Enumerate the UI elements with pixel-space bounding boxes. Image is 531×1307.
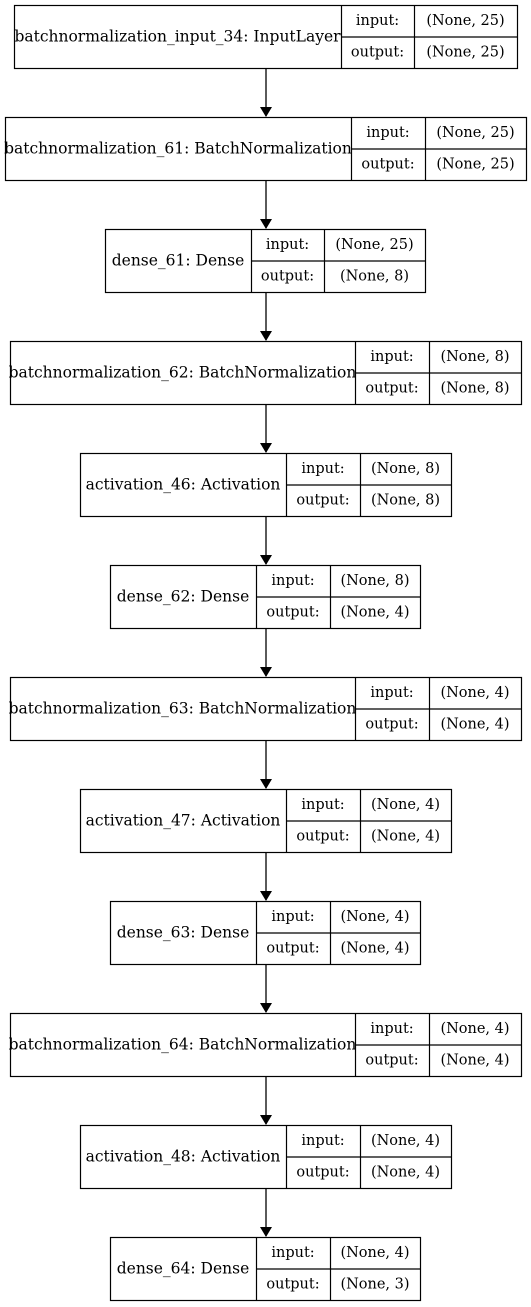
layer-node: activation_46: Activation input: output: (N… — [79, 452, 453, 518]
input-shape: (None, 8) — [340, 573, 409, 589]
output-shape: (None, 8) — [340, 268, 409, 284]
layer-node: dense_63: Dense input: output: (None, 4) (No… — [109, 900, 422, 966]
layer-node: dense_61: Dense input: output: (None, 25) (N… — [104, 228, 427, 294]
output-port-label: output: — [351, 44, 404, 60]
input-port-label: input: — [301, 461, 344, 477]
output-port-label: output: — [365, 1052, 418, 1068]
layer-node: batchnormalization_63: BatchNormalizatio… — [9, 676, 523, 742]
input-port-label: input: — [301, 797, 344, 813]
layer-name: dense_62: Dense — [117, 588, 250, 606]
output-port-label: output: — [361, 156, 414, 172]
output-port-label: output: — [365, 380, 418, 396]
output-shape: (None, 25) — [426, 44, 504, 60]
input-shape: (None, 4) — [340, 1245, 409, 1261]
input-shape: (None, 4) — [440, 685, 509, 701]
input-shape: (None, 8) — [440, 349, 509, 365]
output-port-label: output: — [266, 1276, 319, 1292]
input-port-label: input: — [271, 573, 314, 589]
input-shape: (None, 25) — [335, 237, 413, 253]
input-shape: (None, 4) — [440, 1021, 509, 1037]
output-port-label: output: — [365, 716, 418, 732]
output-shape: (None, 8) — [371, 492, 440, 508]
layer-name: dense_61: Dense — [112, 252, 245, 270]
input-shape: (None, 4) — [340, 909, 409, 925]
output-shape: (None, 25) — [436, 156, 514, 172]
layer-name: activation_47: Activation — [86, 812, 281, 830]
layer-name: batchnormalization_64: BatchNormalizatio… — [9, 1036, 357, 1054]
layer-name: activation_46: Activation — [86, 476, 281, 494]
input-port-label: input: — [271, 909, 314, 925]
output-shape: (None, 4) — [440, 716, 509, 732]
input-port-label: input: — [366, 125, 409, 141]
input-port-label: input: — [271, 1245, 314, 1261]
output-port-label: output: — [296, 1164, 349, 1180]
output-shape: (None, 3) — [340, 1276, 409, 1292]
layer-node: activation_48: Activation input: output: (N… — [79, 1124, 453, 1190]
layer-node: dense_64: Dense input: output: (None, 4) (No… — [109, 1236, 422, 1302]
output-shape: (None, 4) — [371, 828, 440, 844]
layer-name: dense_63: Dense — [117, 924, 250, 942]
layer-node: activation_47: Activation input: output: (N… — [79, 788, 453, 854]
layer-name: batchnormalization_63: BatchNormalizatio… — [9, 700, 357, 718]
layer-node: batchnormalization_input_34: InputLayer i… — [13, 4, 519, 70]
input-shape: (None, 25) — [426, 13, 504, 29]
layer-name: dense_64: Dense — [117, 1260, 250, 1278]
input-shape: (None, 4) — [371, 1133, 440, 1149]
layer-node: batchnormalization_61: BatchNormalizatio… — [4, 116, 528, 182]
layer-node: batchnormalization_62: BatchNormalizatio… — [9, 340, 523, 406]
input-port-label: input: — [370, 349, 413, 365]
output-shape: (None, 4) — [340, 604, 409, 620]
layer-node: dense_62: Dense input: output: (None, 8) (No… — [109, 564, 422, 630]
input-port-label: input: — [370, 1021, 413, 1037]
input-shape: (None, 8) — [371, 461, 440, 477]
input-port-label: input: — [356, 13, 399, 29]
input-shape: (None, 4) — [371, 797, 440, 813]
input-port-label: input: — [301, 1133, 344, 1149]
output-shape: (None, 8) — [440, 380, 509, 396]
layer-node: batchnormalization_64: BatchNormalizatio… — [9, 1012, 523, 1078]
input-port-label: input: — [266, 237, 309, 253]
output-shape: (None, 4) — [340, 940, 409, 956]
layer-name: batchnormalization_61: BatchNormalizatio… — [4, 140, 352, 158]
output-shape: (None, 4) — [440, 1052, 509, 1068]
input-shape: (None, 25) — [436, 125, 514, 141]
output-port-label: output: — [296, 828, 349, 844]
layer-name: batchnormalization_input_34: InputLayer — [14, 28, 341, 46]
output-shape: (None, 4) — [371, 1164, 440, 1180]
output-port-label: output: — [266, 604, 319, 620]
layer-name: batchnormalization_62: BatchNormalizatio… — [9, 364, 357, 382]
output-port-label: output: — [296, 492, 349, 508]
output-port-label: output: — [266, 940, 319, 956]
layer-name: activation_48: Activation — [86, 1148, 281, 1166]
output-port-label: output: — [261, 268, 314, 284]
input-port-label: input: — [370, 685, 413, 701]
